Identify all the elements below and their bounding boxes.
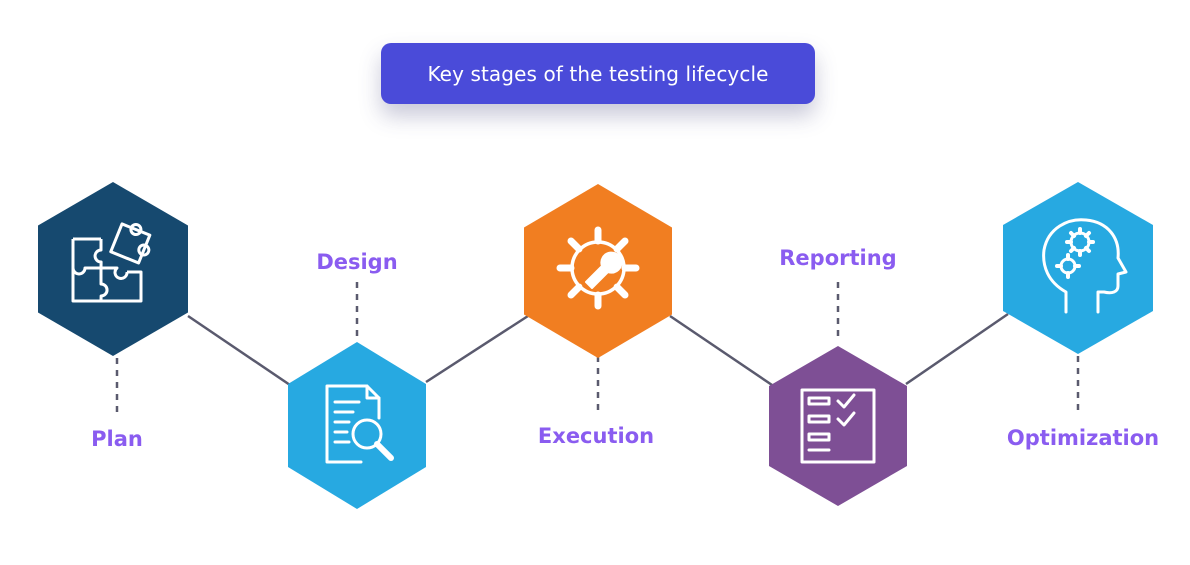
connector-reporting-optimization [905,312,1009,386]
leader-lines [115,282,1080,418]
stage-label-execution: Execution [538,424,654,448]
document-search-icon [325,384,394,464]
connector-execution-reporting [669,314,773,387]
gear-wrench-icon [556,226,640,310]
stage-plan [38,182,188,356]
connector-plan-design [187,314,291,387]
stage-label-optimization: Optimization [1007,426,1159,450]
stage-optimization [1003,182,1153,354]
connector-design-execution [425,314,529,384]
head-gears-icon [1042,218,1128,314]
checklist-icon [800,388,876,464]
stage-label-plan: Plan [91,427,143,451]
stage-labels: Plan Design Execution Reporting Optimiza… [91,246,1159,451]
stage-execution [524,184,672,358]
stage-design [288,342,426,509]
diagram-title: Key stages of the testing lifecycle [427,61,769,86]
stage-label-design: Design [316,250,397,274]
stage-label-reporting: Reporting [779,246,896,270]
hexagon-reporting [769,346,907,506]
puzzle-icon [71,222,152,303]
connectors [187,312,1009,387]
stage-reporting [769,346,907,506]
title-banner: Key stages of the testing lifecycle [381,43,815,104]
